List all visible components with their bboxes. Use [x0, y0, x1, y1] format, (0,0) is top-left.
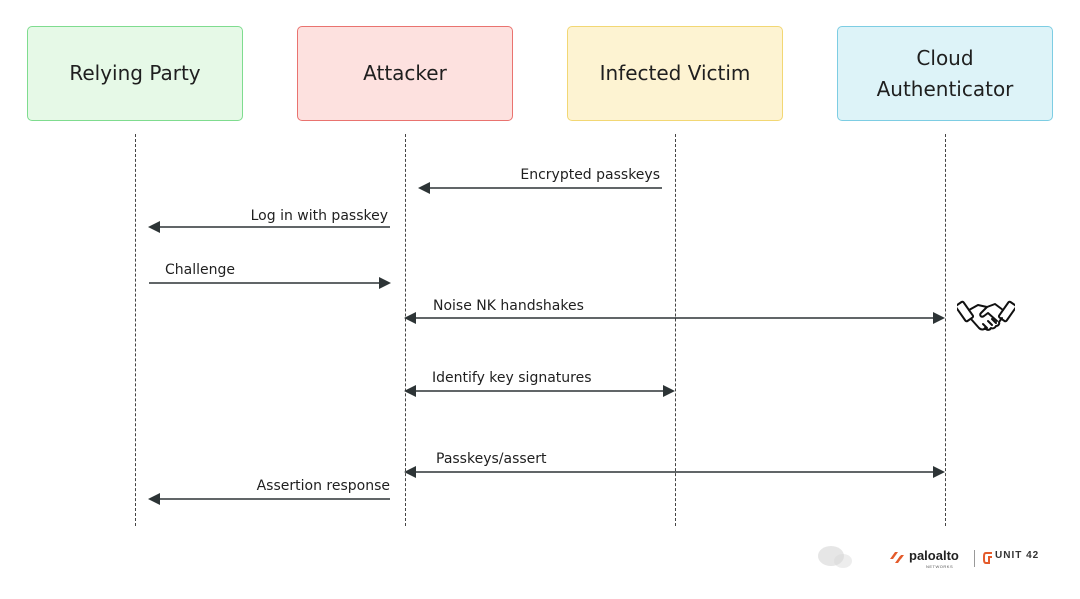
actor-cloud-authenticator-label: Cloud Authenticator [876, 45, 1014, 101]
arrow-passkeys-assert [404, 466, 945, 478]
lifeline-attacker [405, 134, 406, 526]
wechat-watermark-icon-small [834, 554, 852, 568]
message-label: Noise NK handshakes [433, 298, 584, 314]
message-label: Assertion response [256, 478, 390, 494]
lifeline-infected-victim [675, 134, 676, 526]
handshake-icon [957, 300, 1015, 331]
message-label: Challenge [165, 262, 235, 278]
actor-relying-party-label: Relying Party [69, 61, 201, 85]
message-label: Log in with passkey [250, 208, 388, 224]
lifeline-cloud-authenticator [945, 134, 946, 526]
arrow-log-in-with-passkey [148, 221, 390, 233]
unit42-logo-icon [983, 552, 992, 564]
message-label: Passkeys/assert [436, 451, 547, 467]
arrow-challenge [149, 277, 391, 289]
arrow-encrypted-passkeys [418, 182, 662, 194]
paloalto-wordmark: paloalto [909, 548, 959, 563]
message-label: Identify key signatures [432, 370, 592, 386]
wechat-watermark-icon [818, 546, 844, 566]
actor-attacker-label: Attacker [363, 61, 447, 85]
arrow-identify-key-signatures [404, 385, 675, 397]
branding-footer: paloalto NETWORKS UNIT 42 [810, 532, 1070, 588]
message-label: Encrypted passkeys [520, 167, 660, 183]
actor-relying-party: Relying Party [27, 26, 243, 121]
actor-infected-victim-label: Infected Victim [599, 61, 751, 85]
arrow-noise-nk-handshakes [404, 312, 945, 324]
unit42-wordmark: UNIT 42 [995, 550, 1040, 561]
arrow-assertion-response [148, 493, 390, 505]
actor-attacker: Attacker [297, 26, 513, 121]
lifeline-relying-party [135, 134, 136, 526]
actor-cloud-authenticator: Cloud Authenticator [837, 26, 1053, 121]
paloalto-logo-icon [890, 552, 904, 563]
brand-divider [974, 550, 975, 567]
paloalto-subtitle: NETWORKS [926, 564, 954, 569]
actor-infected-victim: Infected Victim [567, 26, 783, 121]
